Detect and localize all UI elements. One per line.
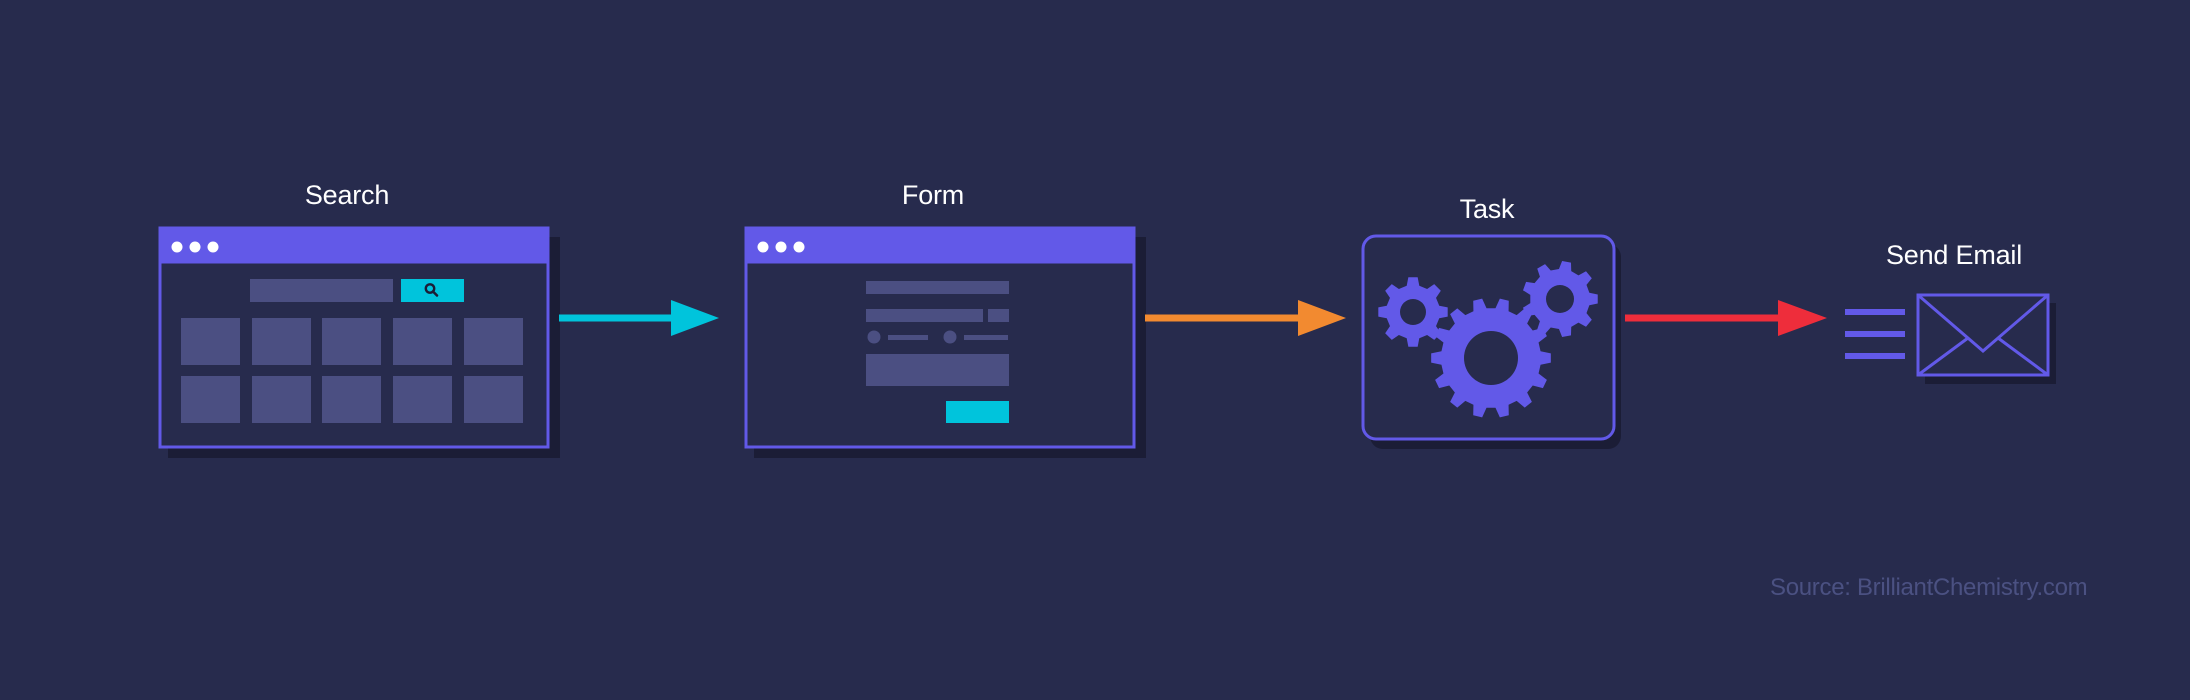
search-bar [250, 279, 393, 302]
gear-group [1378, 261, 1598, 418]
step-label-send-email: Send Email [1885, 240, 2023, 270]
gears-icon [1361, 234, 1621, 449]
speed-lines [1845, 309, 1905, 359]
browser-form-icon [744, 226, 1146, 458]
form-fields [866, 281, 1009, 386]
arrow-form-to-task [1145, 300, 1346, 336]
form-submit-button [946, 401, 1009, 423]
source-credit: Source: BrilliantChemistry.com [1770, 574, 2088, 601]
magnifier-icon [424, 283, 439, 297]
step-label-form: Form [901, 180, 965, 210]
gear-small-left-hole [1400, 299, 1426, 325]
arrow-task-to-email [1625, 300, 1827, 336]
result-grid [181, 318, 523, 423]
step-label-search: Search [304, 180, 390, 210]
gear-large-hole [1464, 331, 1518, 385]
envelope-icon [1845, 293, 2056, 384]
arrow-search-to-form [559, 300, 719, 336]
browser-search-icon [158, 226, 560, 458]
step-label-task: Task [1459, 194, 1515, 224]
gear-small-right-hole [1546, 285, 1574, 313]
